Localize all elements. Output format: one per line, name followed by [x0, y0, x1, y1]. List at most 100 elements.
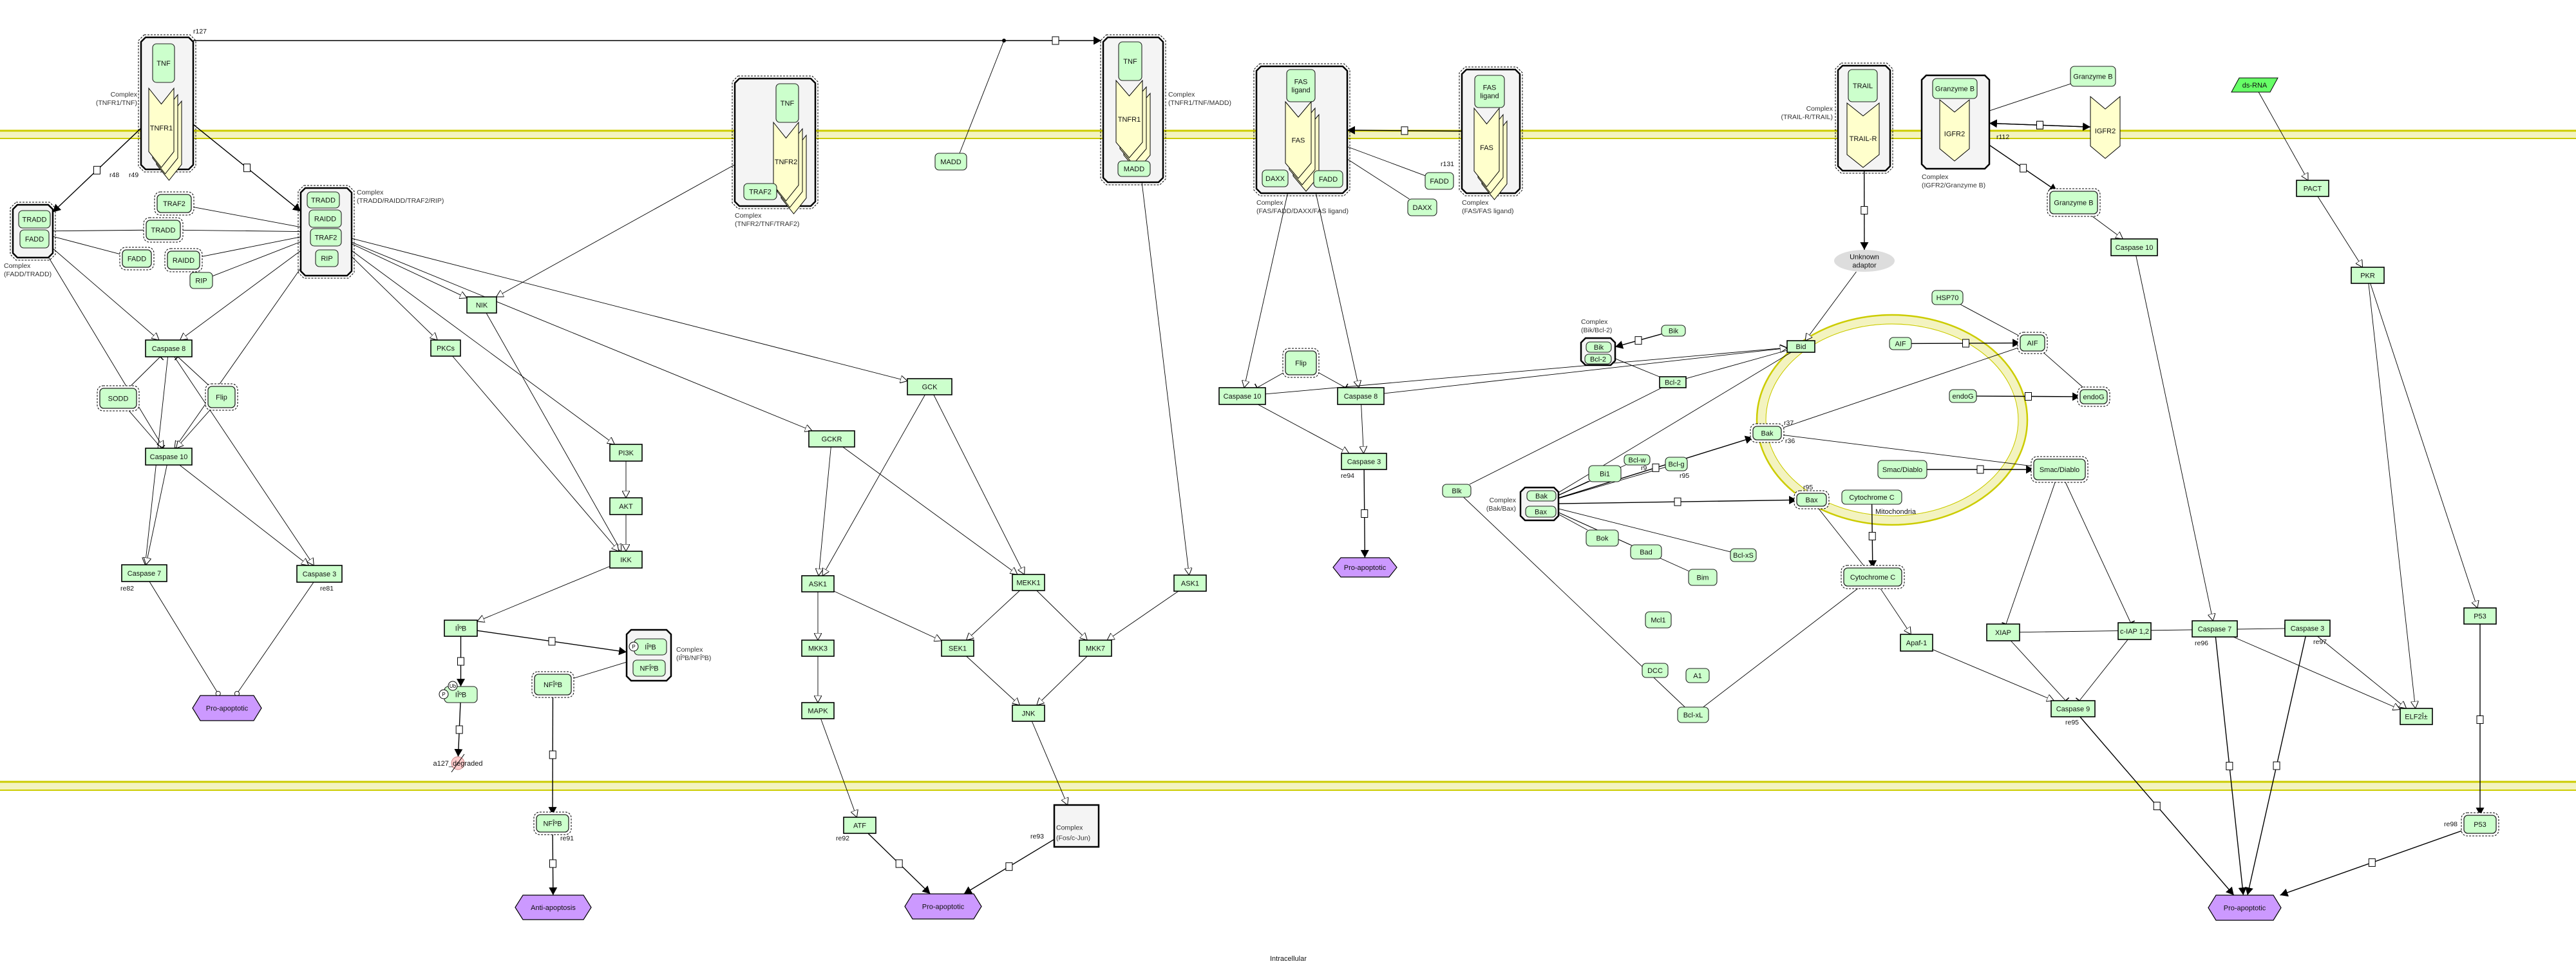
reaction-cytc-d-to-apaf1[interactable] [1878, 585, 1911, 634]
species-ikb-c[interactable]: IÎºB [634, 638, 667, 656]
species-tnf-a[interactable]: TNF [152, 43, 175, 83]
species-hsp70[interactable]: HSP70 [1931, 290, 1964, 305]
reaction-trr-cx-to-gck[interactable] [351, 238, 907, 381]
reaction-ask1-to-sek1[interactable] [833, 591, 942, 641]
species-mkk3[interactable]: MKK3 [801, 639, 835, 657]
process-node[interactable] [243, 164, 251, 173]
reaction-bok-to-bakbax-cx[interactable] [1558, 514, 1588, 531]
process-node[interactable] [93, 166, 100, 175]
reaction-granzb-f-to-igfr2-cx[interactable] [1989, 83, 2071, 111]
reaction-gckr-to-ask1[interactable] [819, 446, 831, 576]
species-p53-n[interactable]: P53 [2461, 812, 2499, 837]
reaction-gck-to-ask1[interactable] [822, 394, 925, 576]
species-fadd-b[interactable]: FADD [1313, 170, 1343, 188]
reaction-casp10-l-to-casp3-l[interactable] [179, 464, 309, 565]
species-madd-c[interactable]: MADD [1117, 160, 1151, 177]
reaction-casp8-m-to-bid[interactable] [1383, 348, 1787, 394]
species-bok[interactable]: Bok [1586, 529, 1619, 547]
species-bik[interactable]: Bik [1661, 325, 1686, 337]
species-xiap[interactable]: XIAP [1986, 623, 2020, 641]
reaction-gckr-to-mekk1[interactable] [842, 446, 1018, 574]
reaction-fas-cx-to-casp10-m[interactable] [1244, 193, 1288, 388]
reaction-fadd-f-to-fadd-tradd-cx[interactable] [52, 236, 123, 256]
species-igfr2-a[interactable]: IGFR2 [1939, 99, 1970, 162]
species-gckr[interactable]: GCKR [808, 430, 855, 448]
species-trail[interactable]: TRAIL [1848, 69, 1878, 102]
process-node[interactable] [1401, 126, 1408, 135]
reaction-sek1-to-jnk[interactable] [966, 656, 1020, 705]
species-casp10-r[interactable]: Caspase 10 [2110, 238, 2158, 256]
species-tnfr1-a[interactable]: TNFR1 [148, 87, 182, 181]
process-node[interactable] [1052, 36, 1059, 45]
process-node[interactable] [2226, 762, 2233, 770]
reaction-smac-d-to-xiap[interactable] [2002, 479, 2056, 626]
reaction-nfkb-d-to-ikbnfkb-cx[interactable] [571, 661, 627, 679]
reaction-daxx-f-to-fas-cx[interactable] [1347, 158, 1410, 200]
reaction-gck-to-mekk1[interactable] [933, 394, 1025, 574]
species-bax-m[interactable]: Bax [1794, 490, 1830, 509]
species-tradd-f[interactable]: TRADD [143, 217, 184, 243]
species-mapk[interactable]: MAPK [801, 702, 835, 719]
reaction-flip-l-to-casp10-l[interactable] [176, 407, 213, 448]
species-nik[interactable]: NIK [466, 296, 497, 314]
reaction-trr-cx-to-nik[interactable] [351, 243, 467, 298]
reaction-fadd-tradd-cx-to-casp8-l[interactable] [52, 248, 159, 340]
process-node[interactable] [548, 637, 556, 646]
species-aif[interactable]: AIF [1889, 337, 1912, 350]
species-casp3-m[interactable]: Caspase 3 [1341, 453, 1387, 470]
reaction-bak-m-to-smac-d[interactable] [1781, 434, 2034, 467]
reaction-tnfr2-cx-to-nik[interactable] [497, 164, 735, 297]
mitochondria-membrane[interactable] [1756, 314, 2029, 526]
reaction-bclxs-to-bakbax-cx[interactable] [1558, 508, 1731, 553]
species-casp7-r[interactable]: Caspase 7 [2192, 620, 2238, 638]
reaction-flip-m-to-casp8-m[interactable] [1316, 371, 1349, 392]
species-madd-f[interactable]: MADD [934, 153, 967, 171]
process-node[interactable] [2273, 761, 2280, 770]
reaction-casp3-l-to-pro1[interactable] [234, 582, 314, 697]
species-tnfr2[interactable]: TNFR2 [773, 121, 807, 214]
reaction-pkcs-to-ikk[interactable] [452, 355, 619, 551]
species-bax-c[interactable]: Bax [1525, 506, 1557, 518]
species-fos-cx[interactable]: Complex(Fos/c-Jun) [1053, 804, 1100, 848]
species-smac[interactable]: Smac/Diablo [1877, 460, 1927, 479]
reaction-bak-m-to-aif-d[interactable] [1781, 346, 2021, 429]
reaction-casp10-m-to-casp3-m[interactable] [1257, 404, 1349, 453]
species-apaf1[interactable]: Apaf-1 [1900, 634, 1933, 652]
species-bclxl[interactable]: Bcl-xL [1677, 706, 1709, 723]
reaction-pkr-to-p53[interactable] [2370, 283, 2477, 608]
reaction-bclg-to-bakbax-cx[interactable] [1558, 467, 1666, 499]
species-jnk[interactable]: JNK [1012, 705, 1045, 722]
process-node[interactable] [549, 859, 556, 868]
species-gck[interactable]: GCK [907, 378, 952, 395]
species-traf2-b[interactable]: TRAF2 [310, 228, 342, 247]
process-node[interactable] [2153, 802, 2161, 810]
species-aif-d[interactable]: AIF [2017, 332, 2048, 354]
species-casp8-m[interactable]: Caspase 8 [1337, 387, 1385, 405]
species-traf2-c[interactable]: TRAF2 [743, 183, 777, 200]
species-dcc[interactable]: DCC [1642, 663, 1669, 678]
reaction-casp3-r-to-elf2a[interactable] [2317, 636, 2406, 708]
reaction-unknown-to-bid[interactable] [1805, 271, 1857, 341]
process-node[interactable] [1674, 497, 1681, 506]
species-fadd-ff[interactable]: FADD [1425, 172, 1454, 190]
reaction-casp8-m-to-casp3-m[interactable] [1361, 404, 1364, 453]
reaction-flip-m-to-casp10-m[interactable] [1254, 371, 1286, 392]
species-bik-c[interactable]: Bik [1586, 341, 1612, 353]
reaction-raidd-f-to-trr-cx[interactable] [199, 236, 301, 258]
reaction-traf2-f-to-trr-cx[interactable] [191, 206, 301, 228]
reaction-bclxl-to-cytc-d[interactable] [1703, 585, 1862, 708]
species-casp10-l[interactable]: Caspase 10 [145, 448, 193, 466]
species-raidd-f[interactable]: RAIDD [164, 248, 203, 272]
species-ask1r[interactable]: ASK1 [1173, 574, 1207, 592]
process-node[interactable] [1361, 509, 1368, 518]
reaction-trr-cx-to-pi3k[interactable] [351, 250, 614, 444]
species-pact[interactable]: PACT [2296, 180, 2329, 197]
species-bid[interactable]: Bid [1786, 340, 1815, 353]
species-pkcs[interactable]: PKCs [430, 339, 461, 357]
species-granzb-a[interactable]: Granzyme B [1932, 78, 1978, 99]
process-node[interactable] [549, 750, 556, 759]
species-fas-a[interactable]: FAS [1285, 100, 1320, 192]
species-mcl1[interactable]: Mcl1 [1645, 611, 1672, 629]
species-tradd-a[interactable]: TRADD [18, 210, 51, 229]
